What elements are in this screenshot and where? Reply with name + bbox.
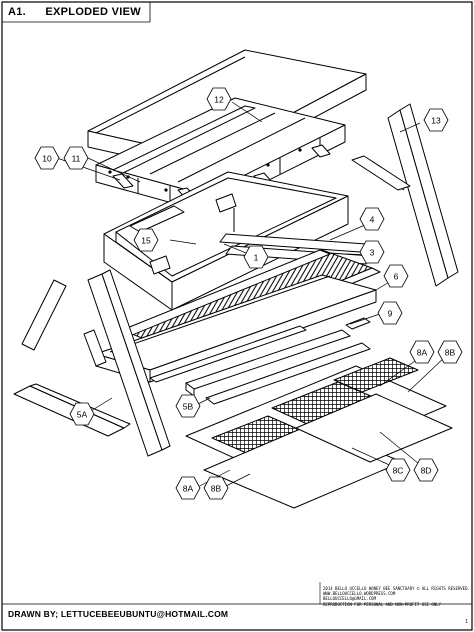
callout-4-hex [359, 207, 385, 231]
callout-12-label: 12 [214, 94, 224, 104]
callout-10-hex [34, 146, 60, 170]
follower-board-part [129, 205, 185, 233]
callout-10-label: 10 [42, 153, 52, 163]
right-leg-part [351, 103, 459, 287]
callout-8b-bot-label: 8B [211, 483, 222, 493]
sheet-title: A1. EXPLODED VIEW [8, 6, 157, 18]
note-line: 2014 BELLO UCCELLO HONEY BEE SANCTUARY ©… [323, 586, 470, 591]
callout-9-hex [377, 301, 403, 325]
callout-5a-hex [69, 402, 95, 426]
callout-11-label: 11 [72, 153, 81, 163]
sheet-title-text: EXPLODED VIEW [45, 6, 141, 18]
callout-8d-label: 8D [421, 465, 432, 475]
callout-8a-bot-label: 8A [183, 483, 194, 493]
drawn-by-credit: DRAWN BY; LETTUCEBEEUBUNTU@HOTMAIL.COM [8, 609, 229, 619]
callout-1-hex [243, 245, 269, 269]
note-line: WWW.BELLOUCCELLO.WORDPRESS.COM [323, 591, 396, 597]
callout-5a-label: 5A [77, 409, 88, 419]
callout-3-hex [359, 240, 385, 264]
callout-8c-hex [385, 458, 411, 482]
callout-12-hex [206, 87, 232, 111]
lower-rails-part [149, 317, 371, 405]
callout-8d-hex [413, 458, 439, 482]
callout-8b-bot-hex [203, 476, 229, 500]
callout-8a-top-label: 8A [417, 347, 428, 357]
callout-13-label: 13 [431, 115, 441, 125]
callout-15-hex [133, 228, 159, 252]
callout-8b-top-hex [437, 340, 463, 364]
page-number: 1 [465, 619, 468, 625]
sheet-id: A1. [8, 6, 27, 18]
note-line: bellouccello@gmail.com [323, 596, 376, 602]
callout-3-label: 3 [370, 247, 375, 257]
callout-8a-bot-hex [175, 476, 201, 500]
left-leg-part [13, 269, 171, 457]
callout-8c-label: 8C [393, 465, 404, 475]
callout-11-hex [63, 146, 89, 170]
mesh-panels-part [185, 357, 453, 509]
note-line: REPRODUCTION FOR PERSONAL AND NON-PROFIT… [323, 601, 442, 607]
callout-5b-hex [175, 394, 201, 418]
callout-8a-top-hex [409, 340, 435, 364]
callout-8b-top-label: 8B [445, 347, 456, 357]
callout-6-label: 6 [394, 271, 399, 281]
callout-1-label: 1 [254, 252, 259, 262]
callout-15-label: 15 [141, 235, 151, 245]
top-frame-part [95, 97, 346, 213]
callout-5b-label: 5B [183, 401, 194, 411]
callout-13-hex [423, 108, 449, 132]
callout-6-hex [383, 264, 409, 288]
copyright-notes: 2014 BELLO UCCELLO HONEY BEE SANCTUARY ©… [323, 586, 471, 607]
callout-9-label: 9 [388, 308, 393, 318]
callout-4-label: 4 [370, 214, 375, 224]
